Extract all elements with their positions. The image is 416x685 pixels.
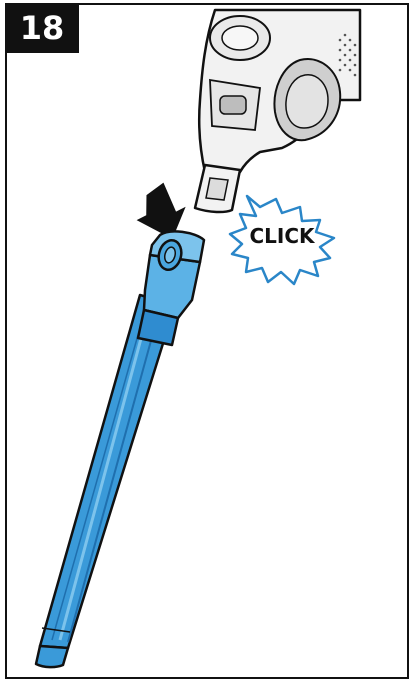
click-callout-text: CLICK (249, 224, 316, 248)
vacuum-handheld-unit (195, 10, 360, 212)
click-burst-icon: CLICK (230, 196, 334, 284)
extension-wand (36, 231, 204, 667)
